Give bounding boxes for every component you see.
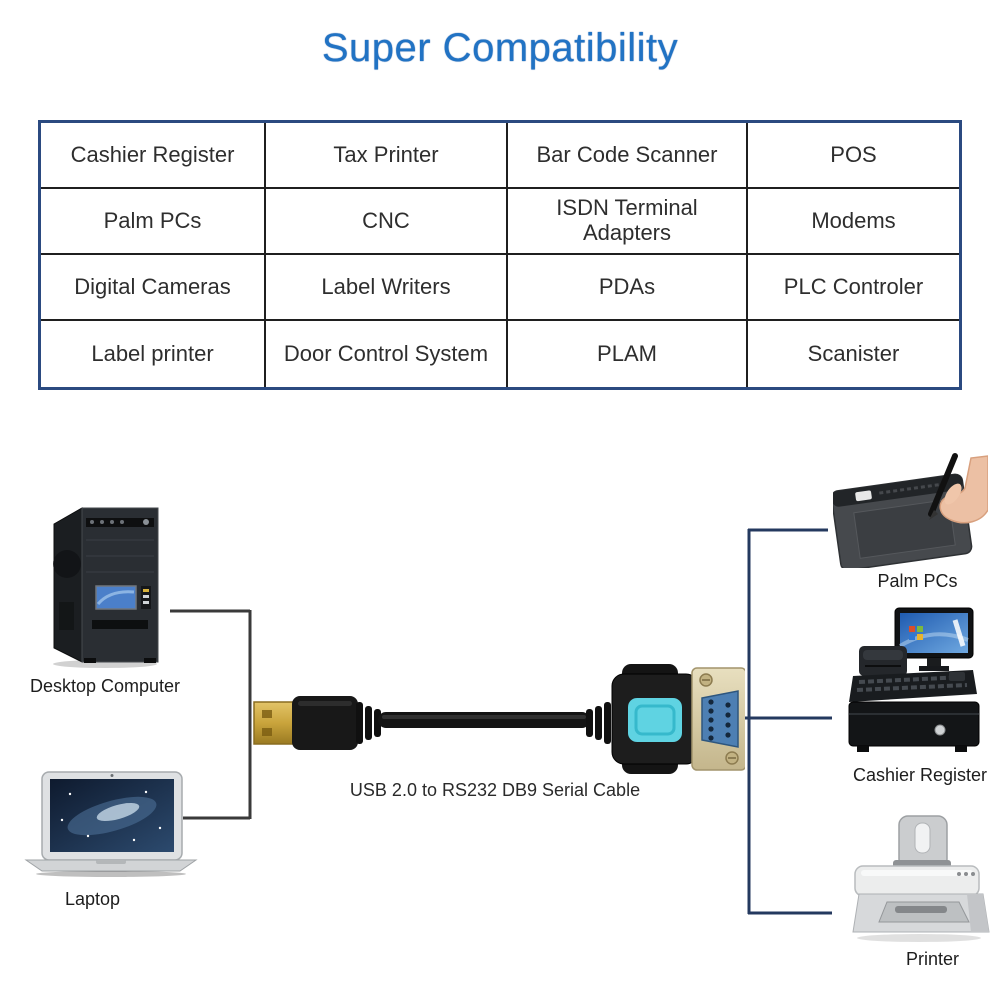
serial-cable-image: [253, 664, 745, 774]
table-cell: Scanister: [807, 340, 900, 366]
table-cell: Cashier Register: [41, 123, 266, 189]
table-cell: CNC: [266, 189, 508, 255]
laptop-label: Laptop: [64, 889, 121, 909]
printer-image: [852, 815, 990, 942]
table-cell: Door Control System: [266, 321, 508, 387]
printer-label: Printer: [905, 949, 959, 969]
table-cell: Modems: [748, 189, 959, 255]
laptop-image: [24, 771, 198, 877]
table-cell: Bar Code Scanner: [508, 123, 748, 189]
table-cell: Digital Cameras: [41, 255, 266, 321]
table-cell: Label printer: [41, 321, 266, 387]
table-cell: PLAM: [508, 321, 748, 387]
page-title: Super Compatibility: [321, 26, 679, 70]
table-cell: Tax Printer: [266, 123, 508, 189]
table-cell: PLC Controler: [748, 255, 959, 321]
desktop-computer-label: Desktop Computer: [29, 676, 181, 696]
desktop-computer-image: [53, 507, 159, 668]
table-cell: Label Writers: [266, 255, 508, 321]
table-cell: POS: [748, 123, 959, 189]
cable-label: USB 2.0 to RS232 DB9 Serial Cable: [349, 780, 641, 800]
palm-pcs-label: Palm PCs: [877, 571, 958, 591]
cashier-register-image: [848, 607, 980, 752]
palm-pcs-image: [833, 453, 988, 568]
table-cell: ISDN Terminal Adapters: [508, 189, 748, 255]
table-cell: Palm PCs: [41, 189, 266, 255]
table-cell: PDAs: [508, 255, 748, 321]
compatibility-table: Cashier Register Tax Printer Bar Code Sc…: [38, 120, 962, 390]
cashier-register-label: Cashier Register: [852, 765, 988, 785]
